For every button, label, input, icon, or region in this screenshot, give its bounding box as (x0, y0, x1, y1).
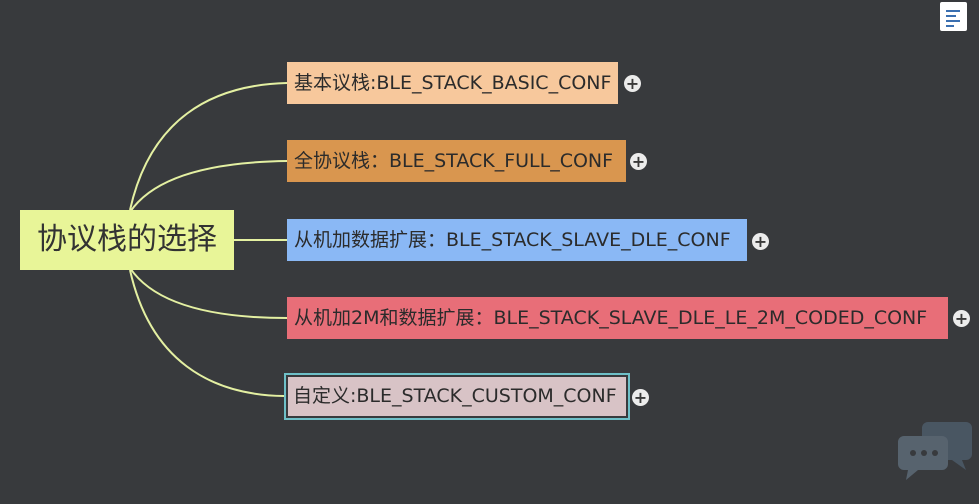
link-branch-1 (129, 82, 288, 211)
branch-topic-custom-selected[interactable]: 自定义:BLE_STACK_CUSTOM_CONF (284, 373, 630, 420)
link-branch-2 (129, 160, 288, 213)
outline-button[interactable] (940, 2, 967, 31)
expand-plus-icon[interactable]: + (630, 152, 647, 171)
branch-topic-custom-label: 自定义:BLE_STACK_CUSTOM_CONF (288, 377, 626, 416)
expand-plus-icon[interactable]: + (953, 309, 970, 328)
expand-plus-icon[interactable]: + (632, 388, 649, 407)
link-branch-5 (129, 269, 285, 397)
root-topic[interactable]: 协议栈的选择 (20, 210, 234, 270)
chat-bubbles-icon (898, 422, 972, 480)
branch-topic-slave-dle[interactable]: 从机加数据扩展：BLE_STACK_SLAVE_DLE_CONF (287, 219, 747, 261)
expand-plus-icon[interactable]: + (624, 74, 641, 93)
link-branch-4 (129, 267, 288, 319)
branch-topic-basic-stack[interactable]: 基本议栈:BLE_STACK_BASIC_CONF (287, 62, 618, 104)
branch-topic-full-stack[interactable]: 全协议栈：BLE_STACK_FULL_CONF (287, 140, 626, 182)
branch-topic-slave-dle-2m-coded[interactable]: 从机加2M和数据扩展：BLE_STACK_SLAVE_DLE_LE_2M_COD… (287, 297, 948, 339)
watermark-logo (898, 418, 974, 502)
expand-plus-icon[interactable]: + (752, 232, 769, 251)
